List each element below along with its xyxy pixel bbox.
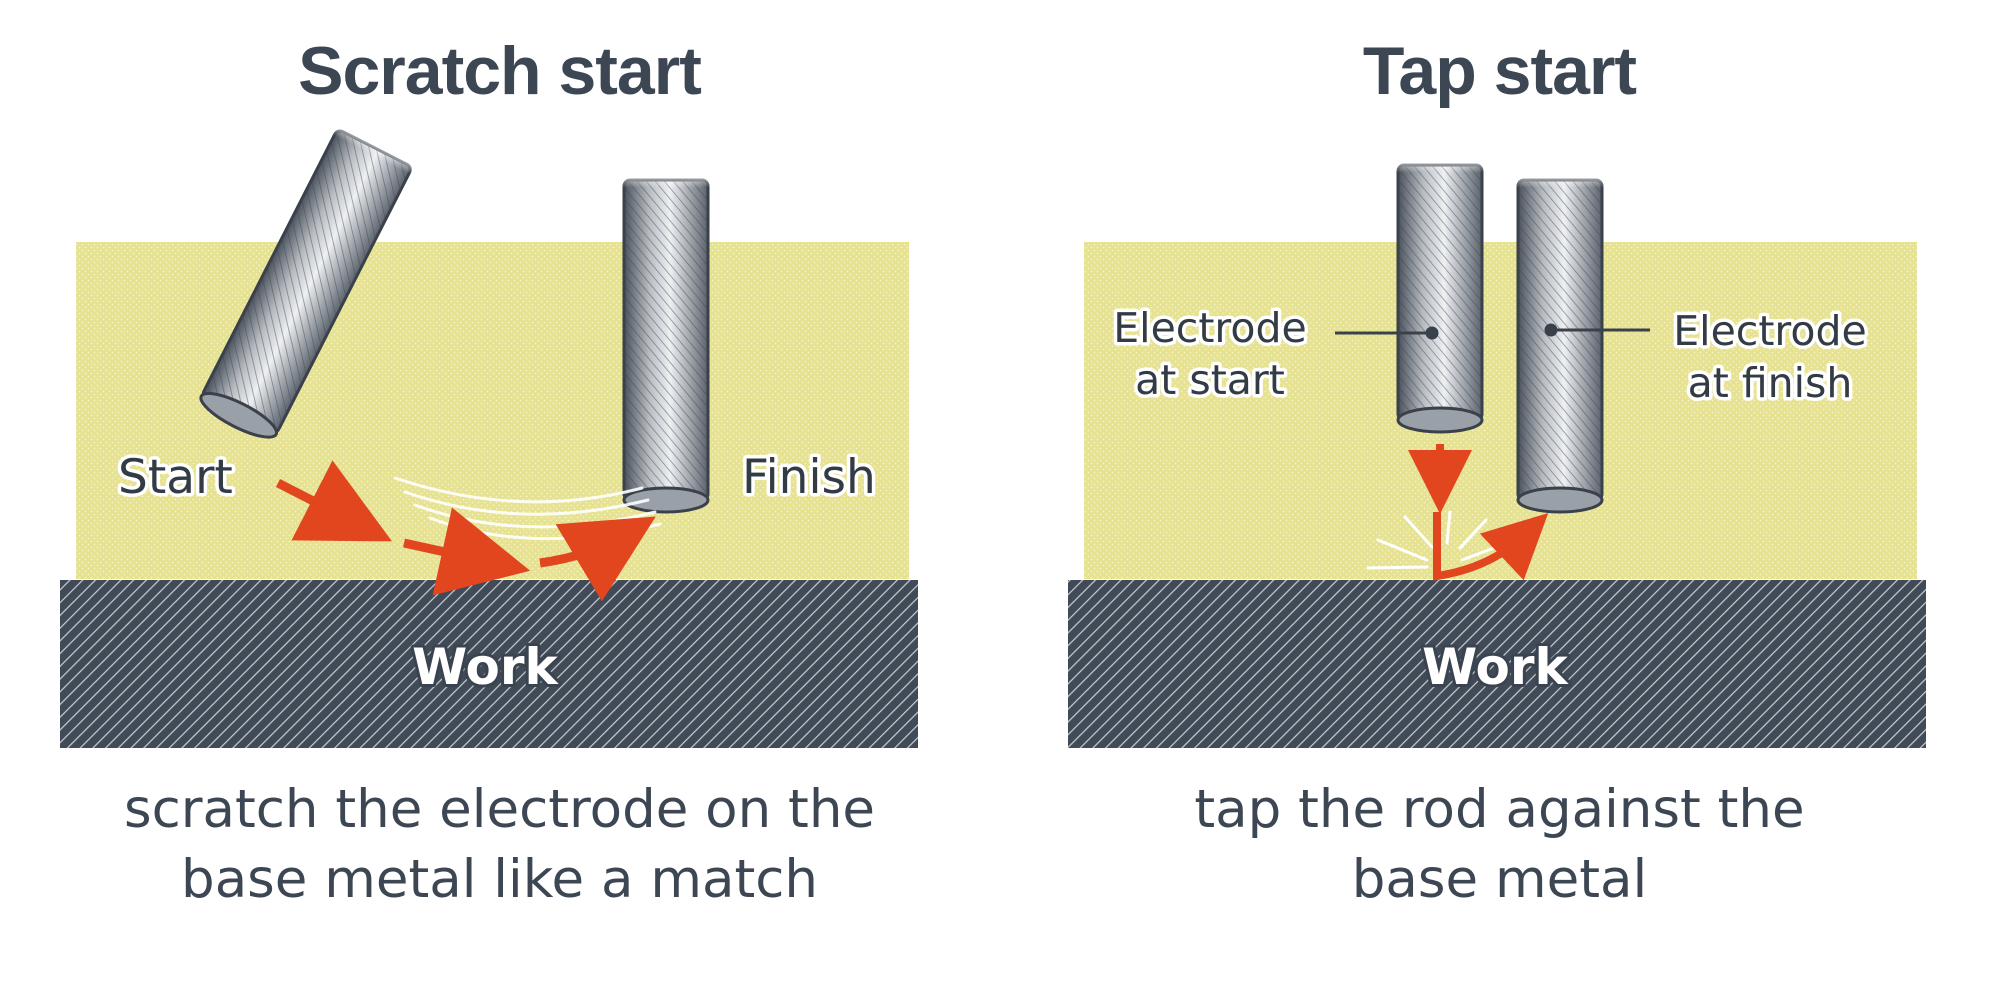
finish-label: Finish xyxy=(742,450,876,505)
electrode-angled-start xyxy=(199,116,424,439)
tap-caption-line-2: base metal xyxy=(1351,849,1648,910)
scratch-start-title: Scratch start xyxy=(298,33,702,109)
scratch-start-caption: scratch the electrode on the base metal … xyxy=(0,775,999,915)
tap-start-diagram: Electrode at start Electrode at finish W… xyxy=(1068,155,1926,748)
tap-caption-line-1: tap the rod against the xyxy=(1194,779,1805,840)
flux-coating-area xyxy=(76,242,909,579)
electrode-finish-label-line-1: Electrode xyxy=(1673,307,1866,355)
tap-start-title: Tap start xyxy=(1362,33,1637,109)
scratch-start-panel: Scratch start xyxy=(0,0,999,994)
work-label: Work xyxy=(412,638,559,696)
electrode-finish-label-line-2: at finish xyxy=(1688,359,1853,407)
flux-coating-area xyxy=(1084,242,1917,579)
tap-motion-arrows xyxy=(1408,444,1549,581)
electrode-start-label-line-2: at start xyxy=(1135,356,1285,404)
work-base-metal xyxy=(1068,580,1926,748)
tap-start-panel: Tap start xyxy=(1000,0,1999,994)
electrode-at-finish-rod xyxy=(1510,170,1610,514)
scratch-caption-line-1: scratch the electrode on the xyxy=(123,779,876,840)
callout-leader-lines xyxy=(1335,323,1650,340)
electrode-start-label-line-1: Electrode xyxy=(1113,304,1306,352)
work-label: Work xyxy=(1422,638,1569,696)
tap-start-caption: tap the rod against the base metal xyxy=(1000,775,1999,915)
electrode-vertical-finish xyxy=(616,170,716,514)
start-label: Start xyxy=(118,450,233,505)
work-base-metal xyxy=(60,580,918,748)
scratch-caption-line-2: base metal like a match xyxy=(181,849,818,910)
scratch-motion-arrows xyxy=(275,460,656,602)
electrode-at-start-rod xyxy=(1390,155,1490,434)
scratch-start-diagram: Start Finish Work xyxy=(60,116,918,748)
